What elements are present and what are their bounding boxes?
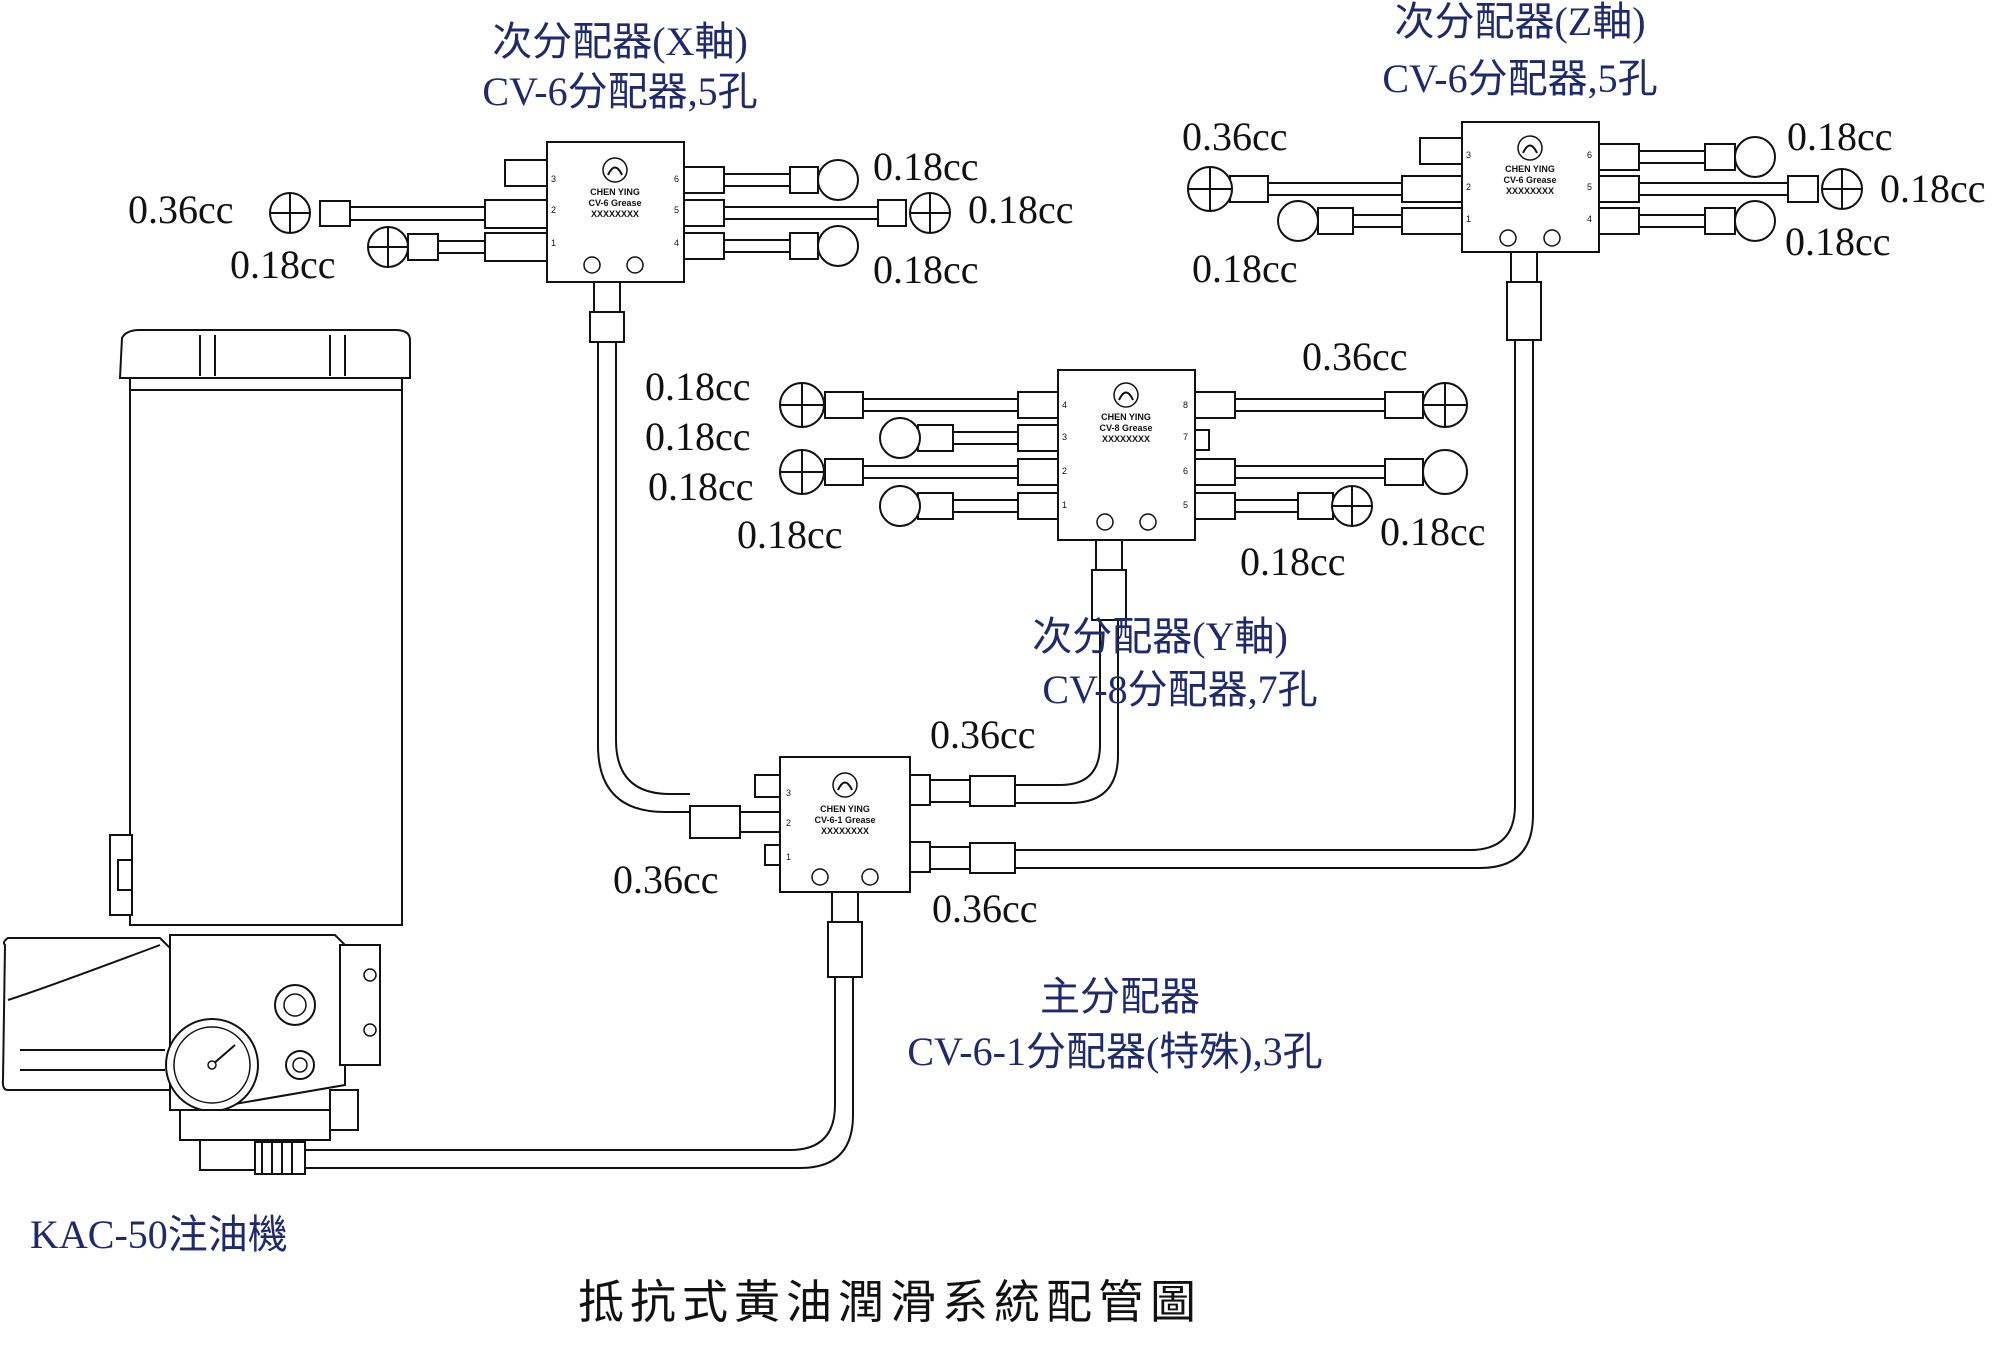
grease-pump (1, 329, 411, 1175)
main-serial: XXXXXXXX (821, 826, 869, 836)
main-output-bottom-right: 0.36cc (932, 886, 1038, 931)
z-port-6: 6 (1587, 150, 1592, 160)
pipes (300, 340, 1534, 1169)
z-port-5: 5 (1587, 182, 1592, 192)
y-port-4: 4 (1062, 400, 1067, 410)
y-port-7: 7 (1183, 432, 1188, 442)
y-output-left-2: 0.18cc (645, 414, 751, 459)
y-distributor: CHEN YING CV-8 Grease XXXXXXXX 4 3 2 1 8… (779, 369, 1468, 621)
x-output-left-upper: 0.36cc (128, 187, 234, 232)
z-distributor: CHEN YING CV-6 Grease XXXXXXXX 3 2 1 6 5… (1187, 121, 1863, 341)
y-output-left-1: 0.18cc (645, 364, 751, 409)
z-output-right-mid: 0.18cc (1880, 166, 1986, 211)
main-distributor-label: 主分配器 (1040, 974, 1200, 1019)
x-output-left-lower: 0.18cc (230, 242, 336, 287)
y-output-right-bottom-a: 0.18cc (1380, 509, 1486, 554)
z-port-2: 2 (1466, 182, 1471, 192)
x-brand: CHEN YING (590, 187, 640, 197)
pump-label: KAC-50注油機 (30, 1212, 288, 1257)
main-brand: CHEN YING (820, 804, 870, 814)
z-serial: XXXXXXXX (1506, 186, 1554, 196)
y-output-right-top: 0.36cc (1302, 334, 1408, 379)
port-num-3: 3 (786, 788, 791, 798)
z-model: CV-6 Grease (1503, 175, 1556, 185)
y-port-3: 3 (1062, 432, 1067, 442)
main-model: CV-6-1 Grease (814, 815, 875, 825)
z-distributor-label: 次分配器(Z軸) (1394, 0, 1645, 44)
z-port-4: 4 (1587, 214, 1592, 224)
x-model: CV-6 Grease (588, 198, 641, 208)
x-distributor-model-label: CV-6分配器,5孔 (482, 69, 757, 114)
y-brand: CHEN YING (1101, 412, 1151, 422)
y-port-5: 5 (1183, 500, 1188, 510)
y-output-right-bottom-b: 0.18cc (1240, 539, 1346, 584)
z-output-right-top: 0.18cc (1787, 114, 1893, 159)
x-output-right-top: 0.18cc (873, 144, 979, 189)
y-distributor-label: 次分配器(Y軸) (1032, 614, 1288, 659)
x-port-5: 5 (674, 205, 679, 215)
x-port-2: 2 (551, 205, 556, 215)
x-port-1: 1 (551, 238, 556, 248)
y-output-left-3: 0.18cc (648, 464, 754, 509)
z-port-1: 1 (1466, 214, 1471, 224)
y-model: CV-8 Grease (1099, 423, 1152, 433)
x-distributor: CHEN YING CV-6 Grease XXXXXXXX 3 2 1 6 5… (269, 141, 951, 343)
x-port-3: 3 (551, 174, 556, 184)
port-num-1: 1 (786, 852, 791, 862)
y-output-left-4: 0.18cc (737, 512, 843, 557)
z-distributor-model-label: CV-6分配器,5孔 (1382, 56, 1657, 101)
y-serial: XXXXXXXX (1102, 434, 1150, 444)
x-port-6: 6 (674, 174, 679, 184)
x-serial: XXXXXXXX (591, 209, 639, 219)
y-distributor-model-label: CV-8分配器,7孔 (1042, 667, 1317, 712)
x-output-right-bottom: 0.18cc (873, 247, 979, 292)
z-output-right-bottom: 0.18cc (1785, 219, 1891, 264)
diagram-title: 抵抗式黃油潤滑系統配管圖 (578, 1277, 1202, 1328)
main-distributor: CHEN YING CV-6-1 Grease XXXXXXXX 3 2 1 (689, 756, 1016, 978)
z-port-3: 3 (1466, 150, 1471, 160)
main-output-top-right: 0.36cc (930, 712, 1036, 757)
port-num-2: 2 (786, 818, 791, 828)
y-port-2: 2 (1062, 466, 1067, 476)
z-output-left-lower: 0.18cc (1192, 246, 1298, 291)
z-output-left-upper: 0.36cc (1182, 114, 1288, 159)
y-port-6: 6 (1183, 466, 1188, 476)
x-distributor-label: 次分配器(X軸) (492, 19, 748, 64)
main-output-left: 0.36cc (613, 857, 719, 902)
z-brand: CHEN YING (1505, 164, 1555, 174)
y-port-8: 8 (1183, 400, 1188, 410)
main-distributor-model-label: CV-6-1分配器(特殊),3孔 (907, 1029, 1322, 1074)
y-port-1: 1 (1062, 500, 1067, 510)
x-port-4: 4 (674, 238, 679, 248)
x-output-right-mid: 0.18cc (968, 187, 1074, 232)
